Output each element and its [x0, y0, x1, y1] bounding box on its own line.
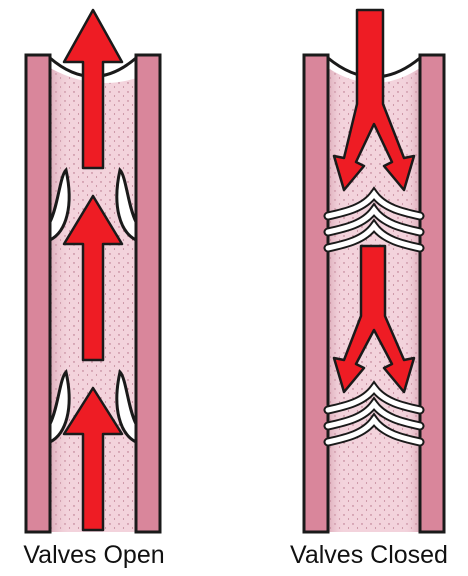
- vein-wall-left: [26, 55, 50, 532]
- vein-wall-left: [304, 55, 328, 532]
- caption-valves-open: Valves Open: [4, 541, 184, 571]
- vein-valves-open: [26, 10, 160, 532]
- vein-wall-right: [136, 55, 160, 532]
- vein-wall-right: [420, 55, 444, 532]
- vein-valves-closed: [304, 10, 444, 532]
- caption-valves-closed: Valves Closed: [270, 541, 468, 571]
